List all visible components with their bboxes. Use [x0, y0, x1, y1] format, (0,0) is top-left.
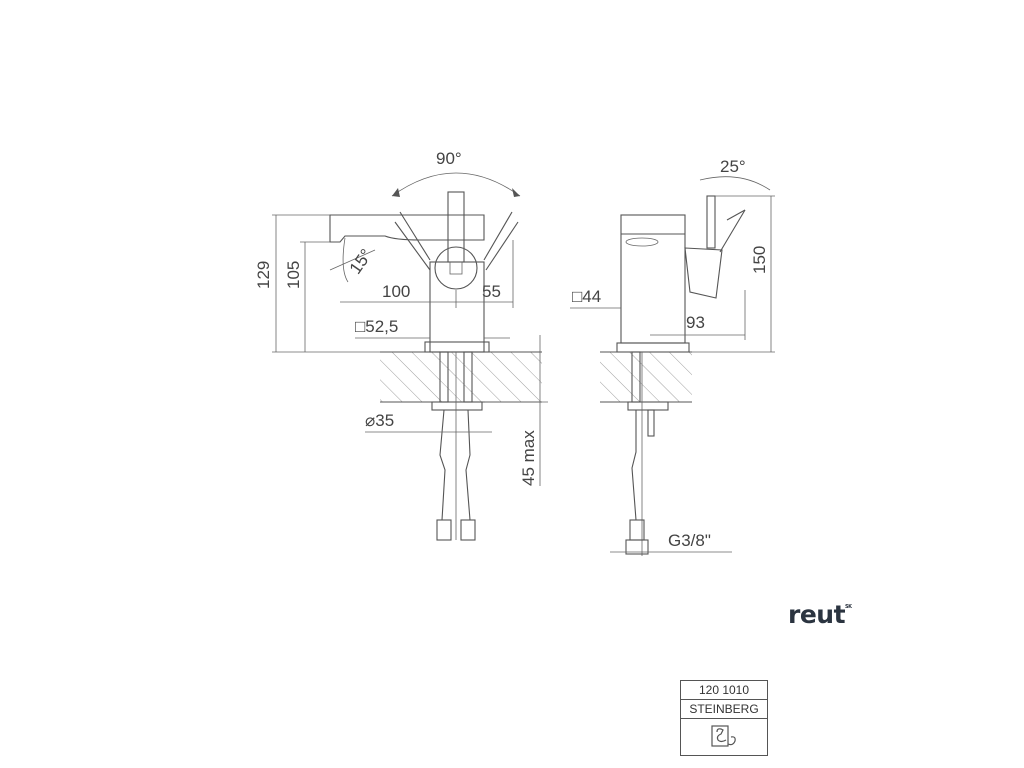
side-view: 25° □44 93 150 G3/8"	[570, 157, 775, 556]
height-total-label: 129	[254, 261, 273, 289]
handle-hub	[434, 246, 478, 290]
shank-dia-label: ⌀35	[365, 411, 394, 430]
height-spout-label: 105	[284, 261, 303, 289]
angle-lever-label: 90°	[436, 149, 462, 168]
thread-label: G3/8"	[668, 531, 711, 550]
angle-spout-label: 15°	[346, 246, 376, 278]
countertop-front	[380, 352, 542, 402]
spout-front	[329, 214, 485, 243]
lever-side	[706, 195, 716, 249]
maker-name: STEINBERG	[681, 700, 767, 719]
product-label-box: 120 1010 STEINBERG	[680, 680, 768, 756]
side-square-label: □44	[572, 287, 601, 306]
side-height-label: 150	[750, 246, 769, 274]
brand-logo: reutSK	[788, 600, 852, 629]
brand-suffix: SK	[845, 604, 852, 610]
handle-offset-label: 55	[482, 282, 501, 301]
water-tap-symbol-icon	[681, 719, 767, 757]
hose-left	[439, 409, 446, 521]
lever-front	[447, 191, 465, 263]
brand-name: reut	[788, 600, 846, 629]
front-view: 90° 15° 129 105 100 55 □52,5	[254, 149, 548, 541]
product-code: 120 1010	[681, 681, 767, 700]
countertop-side	[600, 352, 692, 402]
reach-label: 100	[382, 282, 410, 301]
hose-right	[465, 409, 471, 521]
max-thickness-label: 45 max	[519, 430, 538, 486]
base-square-label: □52,5	[355, 317, 398, 336]
side-angle-label: 25°	[720, 157, 746, 176]
side-depth-label: 93	[686, 313, 705, 332]
